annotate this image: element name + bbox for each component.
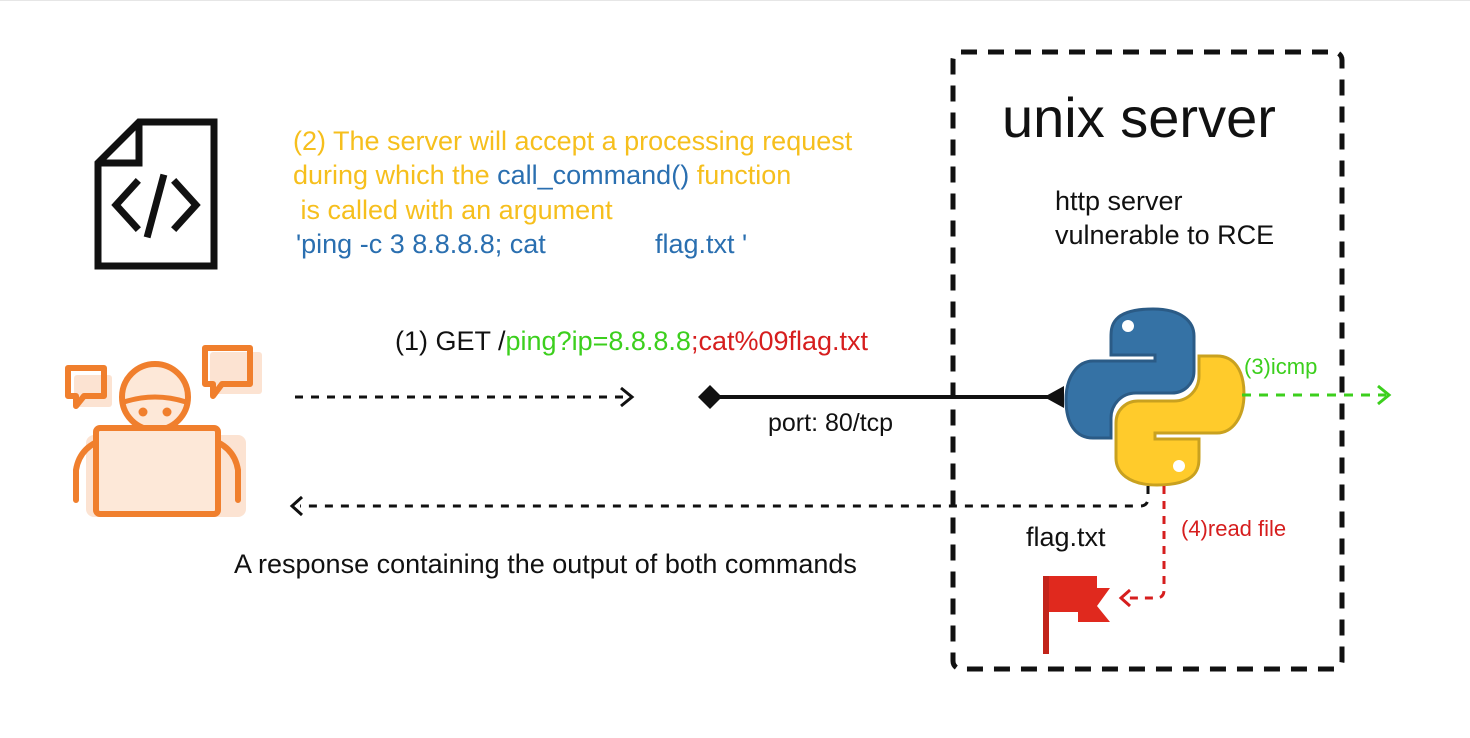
step1-prefix: (1) GET /	[395, 326, 506, 356]
server-subtitle-line2: vulnerable to RCE	[1055, 220, 1275, 250]
code-file-icon	[94, 118, 218, 270]
port-label: port: 80/tcp	[768, 409, 894, 437]
step2-function-name: call_command()	[497, 160, 690, 190]
red-flag-icon	[1043, 576, 1110, 654]
step1-red-part: ;cat%09flag.txt	[690, 326, 869, 356]
step2-line1: (2) The server will accept a processing …	[293, 126, 853, 156]
python-logo-icon	[1064, 307, 1246, 487]
step2-command-part2: flag.txt '	[655, 229, 748, 259]
server-subtitle-line1: http server	[1055, 186, 1183, 216]
icmp-label: (3)icmp	[1244, 354, 1318, 379]
read-file-arrow	[1124, 486, 1166, 600]
step1-green-part: ping?ip=8.8.8.8	[505, 326, 691, 356]
read-file-label: (4)read file	[1181, 516, 1287, 541]
server-box	[950, 49, 1345, 672]
port-connector	[698, 385, 1064, 409]
step1-request: (1) GET /ping?ip=8.8.8.8;cat%09flag.txt	[395, 326, 868, 357]
flag-file-label: flag.txt	[1026, 522, 1106, 552]
server-title: unix server	[1002, 86, 1276, 149]
top-divider	[0, 0, 1470, 1]
step2-line2: during which the call_command() function	[293, 160, 791, 191]
step2-line2-prefix: during which the	[293, 160, 498, 190]
step2-line2-suffix: function	[689, 160, 792, 190]
response-label: A response containing the output of both…	[234, 549, 857, 579]
step2-line3: is called with an argument	[293, 195, 613, 225]
response-arrow	[300, 486, 1150, 508]
step2-command-part1: 'ping -c 3 8.8.8.8; cat	[296, 229, 546, 259]
hacker-laptop-icon	[65, 345, 262, 517]
